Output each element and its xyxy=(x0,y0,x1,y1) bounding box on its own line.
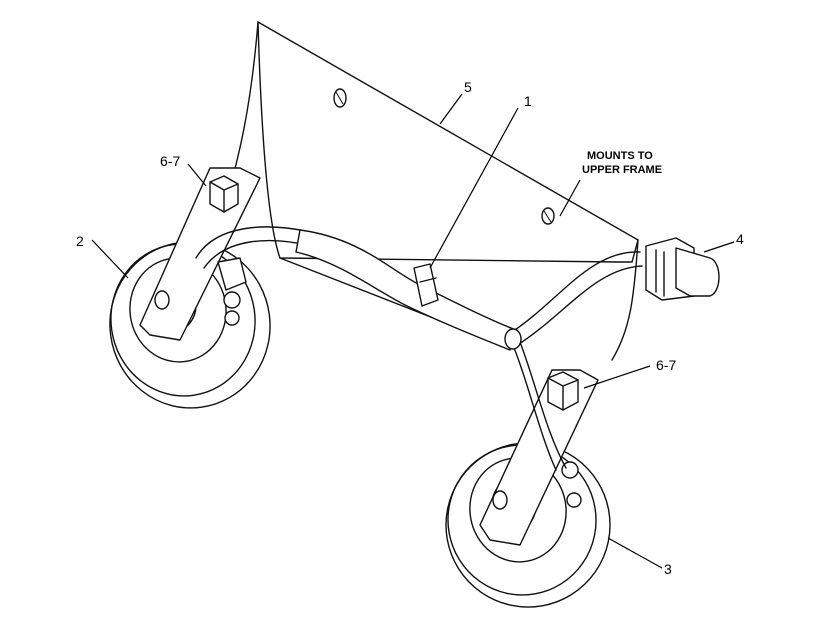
callout-6-7-top: 6-7 xyxy=(160,153,180,169)
mounting-plate xyxy=(214,21,639,361)
cable-tie xyxy=(413,263,439,307)
connector xyxy=(645,237,720,301)
wire-harness xyxy=(195,226,643,471)
bolt-top xyxy=(209,175,239,213)
bolt-bottom xyxy=(547,371,579,411)
callout-4: 4 xyxy=(736,231,744,247)
note-line-1: MOUNTS TO xyxy=(587,150,653,162)
wheel-right xyxy=(445,369,611,608)
callout-3: 3 xyxy=(664,561,672,577)
wheel-left xyxy=(109,167,271,409)
callout-6-7-bottom: 6-7 xyxy=(656,357,676,373)
note-line-2: UPPER FRAME xyxy=(582,164,662,176)
callout-2: 2 xyxy=(76,233,84,249)
callout-1: 1 xyxy=(524,93,532,109)
callout-5: 5 xyxy=(464,79,472,95)
leader-lines xyxy=(91,93,735,569)
